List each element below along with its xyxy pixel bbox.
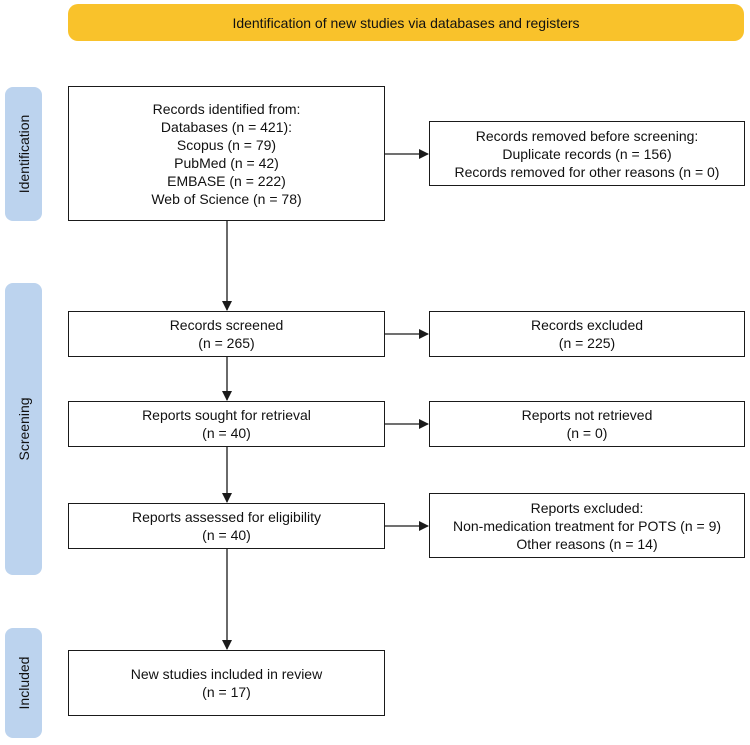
records-identified-box: Records identified from: Databases (n = … xyxy=(68,86,385,221)
records-removed-box: Records removed before screening: Duplic… xyxy=(429,121,745,186)
phase-screening: Screening xyxy=(5,283,42,575)
box-line: (n = 17) xyxy=(202,684,251,700)
phase-label-included: Included xyxy=(15,656,32,710)
box-line: Reports excluded: xyxy=(530,499,644,516)
box-line: Reports sought for retrieval xyxy=(142,407,311,423)
box-line: Other reasons (n = 14) xyxy=(516,535,658,552)
phase-included: Included xyxy=(5,628,42,738)
reports-sought-box: Reports sought for retrieval (n = 40) xyxy=(68,401,385,447)
box-line: Records excluded xyxy=(530,317,644,333)
box-line: Records identified from: xyxy=(152,100,301,117)
box-line: (n = 0) xyxy=(566,425,608,441)
box-line: (n = 265) xyxy=(198,335,255,351)
header-banner: Identification of new studies via databa… xyxy=(68,4,744,41)
phase-identification: Identification xyxy=(5,87,42,221)
box-line: Reports not retrieved xyxy=(521,407,653,423)
box-line: (n = 225) xyxy=(558,335,616,351)
box-line: Records removed for other reasons (n = 0… xyxy=(454,163,720,180)
records-excluded-box: Records excluded (n = 225) xyxy=(429,311,745,357)
box-line: Records screened xyxy=(169,317,284,333)
box-line: (n = 40) xyxy=(202,425,251,441)
box-line: Duplicate records (n = 156) xyxy=(502,145,672,162)
studies-included-box: New studies included in review (n = 17) xyxy=(68,650,385,716)
header-title: Identification of new studies via databa… xyxy=(232,14,580,31)
reports-not-retrieved-box: Reports not retrieved (n = 0) xyxy=(429,401,745,447)
box-line: Web of Science (n = 78) xyxy=(151,190,302,207)
box-line: Records removed before screening: xyxy=(475,127,699,144)
reports-assessed-box: Reports assessed for eligibility (n = 40… xyxy=(68,503,385,549)
box-line: EMBASE (n = 222) xyxy=(167,172,286,189)
records-screened-box: Records screened (n = 265) xyxy=(68,311,385,357)
box-line: New studies included in review xyxy=(130,666,323,682)
box-line: Databases (n = 421): xyxy=(160,118,293,135)
box-line: Scopus (n = 79) xyxy=(176,136,277,153)
box-line: Reports assessed for eligibility xyxy=(131,509,322,525)
box-line: PubMed (n = 42) xyxy=(174,154,279,171)
reports-excluded-box: Reports excluded: Non-medication treatme… xyxy=(429,493,745,558)
phase-label-screening: Screening xyxy=(15,397,32,461)
box-line: Non-medication treatment for POTS (n = 9… xyxy=(452,517,722,534)
phase-label-identification: Identification xyxy=(15,114,32,194)
box-line: (n = 40) xyxy=(202,527,251,543)
